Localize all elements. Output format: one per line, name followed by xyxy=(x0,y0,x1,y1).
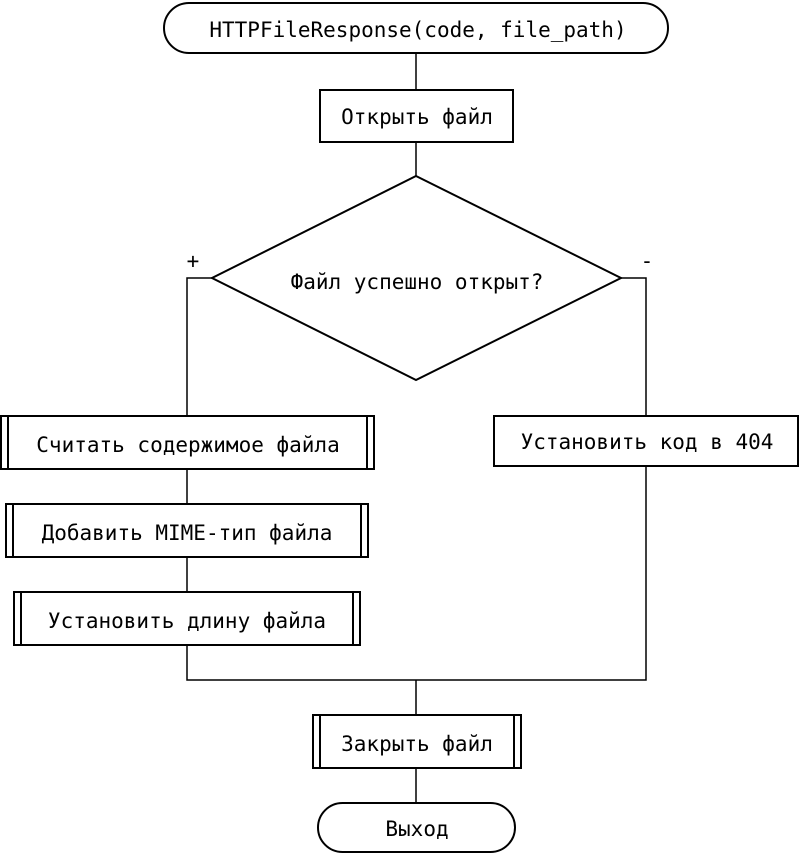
end-label: Выход xyxy=(385,817,448,841)
set-length-label: Установить длину файла xyxy=(48,609,326,633)
read-contents-subprocess: Считать содержимое файла xyxy=(0,415,375,470)
connectors xyxy=(186,53,647,803)
set-length-subprocess: Установить длину файла xyxy=(13,591,361,646)
connector-yes-branch-to-merge xyxy=(186,466,647,681)
close-file-label: Закрыть файл xyxy=(341,732,493,756)
connector-decision-no-branch xyxy=(621,277,647,416)
add-mime-label: Добавить MIME-тип файла xyxy=(42,521,333,545)
decision-label: Файл успешно открыт? xyxy=(291,270,544,294)
set-404-label: Установить код в 404 xyxy=(521,430,774,454)
start-terminator: HTTPFileResponse(code, file_path) xyxy=(163,2,669,54)
no-branch-label: - xyxy=(641,249,654,273)
end-terminator: Выход xyxy=(317,802,516,853)
open-file-label: Открыть файл xyxy=(341,105,493,129)
add-mime-subprocess: Добавить MIME-тип файла xyxy=(5,503,369,558)
connector-decision-yes-branch xyxy=(186,277,212,416)
open-file-process: Открыть файл xyxy=(319,89,514,143)
set-404-process: Установить код в 404 xyxy=(493,415,799,467)
yes-branch-label: + xyxy=(187,249,200,273)
read-contents-label: Считать содержимое файла xyxy=(36,433,339,457)
close-file-subprocess: Закрыть файл xyxy=(312,714,522,769)
decision-diamond: Файл успешно открыт? xyxy=(209,174,624,382)
start-label: HTTPFileResponse(code, file_path) xyxy=(209,18,626,42)
